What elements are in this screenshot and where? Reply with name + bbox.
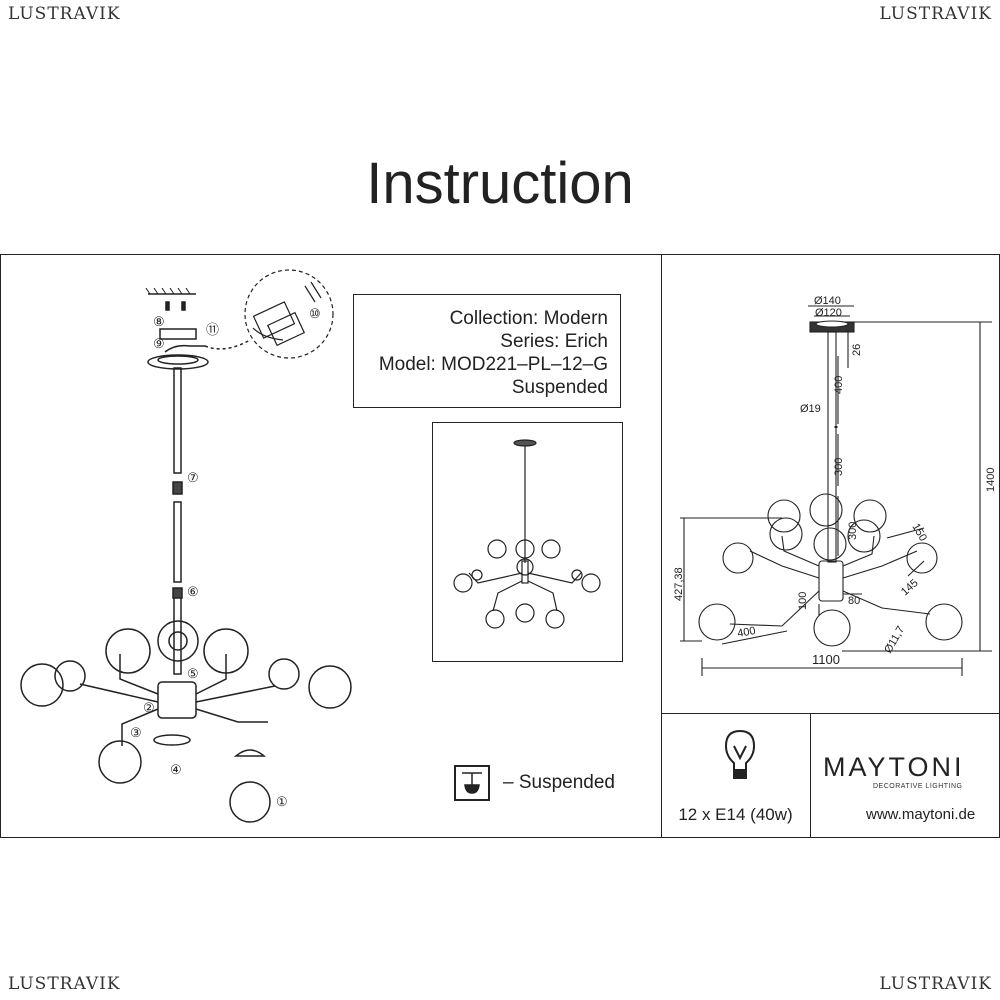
dim-arm-length: 400 xyxy=(736,625,756,640)
dim-hub-height: 100 xyxy=(797,592,809,610)
terminal-detail: ⑩ xyxy=(244,269,334,359)
dim-canopy-height: 26 xyxy=(851,344,863,356)
assembly-diagram: ⑧ ⑨ ⑪ ⑦ ⑥ ⑤ ② ③ ④ ① xyxy=(20,287,352,823)
divider-vertical-bottom xyxy=(810,713,811,837)
step-1: ① xyxy=(276,794,288,809)
step-9: ⑨ xyxy=(153,336,165,351)
watermark-bottom-left: LUSTRAVIK xyxy=(8,974,121,994)
step-4: ④ xyxy=(170,762,182,777)
step-6: ⑥ xyxy=(187,584,199,599)
dim-canopy-inner: Ø120 xyxy=(815,307,842,319)
watermark-top-left: LUSTRAVIK xyxy=(8,4,121,24)
step-7: ⑦ xyxy=(187,470,199,485)
type-text: Suspended xyxy=(511,377,608,398)
website-link[interactable]: www.maytoni.de xyxy=(866,806,976,823)
brand-tagline: DECORATIVE LIGHTING xyxy=(873,783,963,790)
step-3: ③ xyxy=(130,725,142,740)
step-5: ⑤ xyxy=(187,666,199,681)
collection-text: Collection: Modern xyxy=(449,308,608,329)
suspended-label: – Suspended xyxy=(503,772,615,793)
dim-rod-diameter: Ø19 xyxy=(800,403,821,415)
model-text: Model: MOD221–PL–12–G xyxy=(378,354,608,375)
dim-side-height: 427,38 xyxy=(673,567,685,601)
dim-body-height: 300 xyxy=(847,522,859,540)
dim-rod-2: 300 xyxy=(833,458,845,476)
dim-arm-offset: 150 xyxy=(909,522,929,544)
watermark-top-right: LUSTRAVIK xyxy=(879,4,992,24)
suspended-mount-icon xyxy=(454,765,490,801)
dim-canopy-outer: Ø140 xyxy=(814,295,841,307)
watermark-bottom-right: LUSTRAVIK xyxy=(879,974,992,994)
page-title: Instruction xyxy=(366,151,634,216)
dim-total-height: 1400 xyxy=(985,468,997,492)
step-10: ⑩ xyxy=(309,306,321,321)
dim-width: 1100 xyxy=(812,652,840,667)
product-preview-image xyxy=(453,439,601,629)
dim-arm-len-2: 145 xyxy=(899,577,921,598)
step-2: ② xyxy=(143,700,155,715)
dim-rod-1: 400 xyxy=(833,376,845,394)
brand-logo: MAYTONI xyxy=(823,752,965,782)
product-info-box: Collection: Modern Series: Erich Model: … xyxy=(353,294,621,408)
divider-vertical xyxy=(661,254,662,838)
series-text: Series: Erich xyxy=(500,331,608,352)
product-preview-frame xyxy=(432,422,623,662)
step-11: ⑪ xyxy=(206,322,219,337)
dim-hub-width: 80 xyxy=(848,595,860,607)
divider-horizontal xyxy=(661,713,999,714)
step-8: ⑧ xyxy=(153,314,165,329)
bulb-spec-label: 12 x E14 (40w) xyxy=(678,805,793,824)
dimension-diagram: Ø140 Ø120 26 400 Ø19 300 1400 300 150 42… xyxy=(673,295,997,676)
bulb-icon xyxy=(720,728,760,791)
